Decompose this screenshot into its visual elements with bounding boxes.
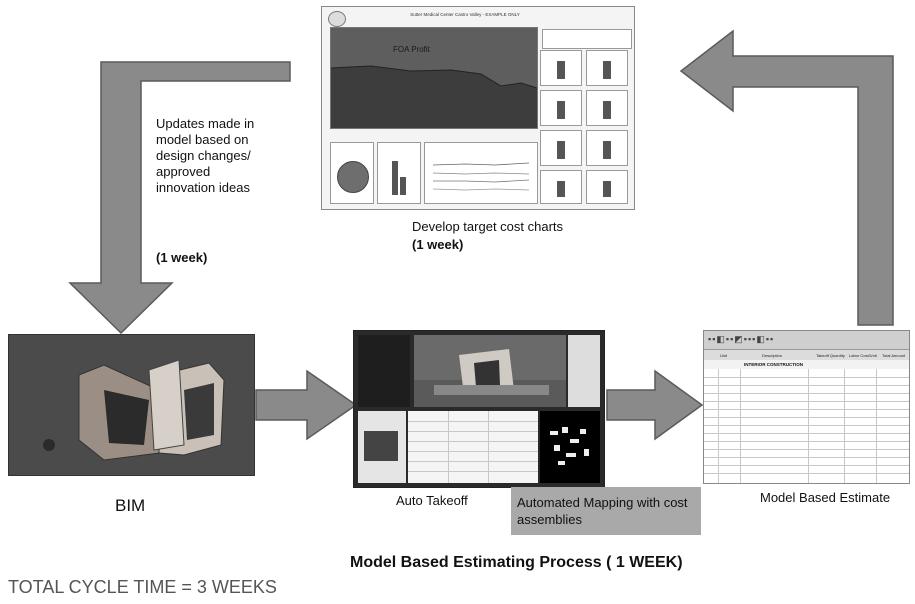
foa-profit-area [331, 65, 537, 128]
takeoff-plan-view [550, 427, 589, 465]
small-chart [540, 90, 582, 126]
target-cost-dashboard: Sutter Medical Center Castro Valley - EX… [321, 6, 635, 210]
estimate-grid [704, 369, 909, 483]
takeoff-point-cloud [540, 411, 600, 483]
bim-label: BIM [115, 496, 146, 515]
col-total-amount: Total Amount [882, 353, 906, 358]
dashboard-info-box [542, 29, 632, 49]
dashboard-title: Sutter Medical Center Castro Valley - EX… [410, 12, 520, 17]
process-title: Model Based Estimating Process ( 1 WEEK) [350, 554, 683, 571]
arrow-takeoff-to-estimate [606, 369, 704, 441]
develop-target-cost-label: Develop target cost charts [412, 219, 564, 234]
estimate-toolbar: ▪▪◧▪▪◩▪▪▪◧▪▪ [704, 331, 909, 350]
model-based-estimate-label: Model Based Estimate [760, 490, 891, 505]
foa-profit-chart: FOA Profit [330, 27, 538, 129]
bar-panel [377, 142, 421, 204]
auto-takeoff-label: Auto Takeoff [396, 493, 468, 508]
bim-building-shape [9, 335, 254, 475]
estimate-section-row: INTERIOR CONSTRUCTION [744, 362, 803, 367]
col-takeoff-quantity: Takeoff Quantity [816, 353, 845, 358]
arrow-updates-to-bim [68, 61, 291, 335]
develop-duration-label: (1 week) [412, 237, 464, 252]
small-chart [540, 50, 582, 86]
toolbar-icons: ▪▪◧▪▪◩▪▪▪◧▪▪ [708, 334, 775, 344]
small-chart [586, 50, 628, 86]
arrow-bim-to-takeoff [255, 369, 358, 441]
arrow-estimate-to-dashboard [679, 29, 894, 326]
updates-duration-label: (1 week) [156, 250, 208, 265]
foa-profit-label: FOA Profit [393, 45, 430, 54]
estimate-header-row: Unit Description Takeoff Quantity Labor … [704, 350, 909, 360]
col-unit: Unit [720, 353, 728, 358]
pie-chart [337, 161, 369, 193]
takeoff-quantity-table [408, 411, 538, 483]
small-chart [586, 170, 628, 204]
bar-2 [400, 177, 406, 195]
automated-mapping-box: Automated Mapping with cost assemblies [511, 487, 701, 535]
bar-1 [392, 161, 398, 195]
small-chart [586, 130, 628, 166]
updates-label: Updates made in model based on design ch… [156, 116, 255, 195]
col-description: Description [762, 353, 783, 358]
small-chart [586, 90, 628, 126]
takeoff-3d-view [414, 335, 566, 407]
col-labor-cost: Labor Cost/Unit [849, 353, 877, 358]
small-charts-grid [540, 50, 630, 204]
total-cycle-time: TOTAL CYCLE TIME = 3 WEEKS [8, 577, 277, 597]
takeoff-right-panel [568, 335, 600, 407]
line-panel [424, 142, 538, 204]
auto-takeoff-screenshot [353, 330, 605, 488]
takeoff-left-panel [358, 335, 410, 407]
bim-model-render [8, 334, 255, 476]
pie-panel [330, 142, 374, 204]
small-chart [540, 170, 582, 204]
estimate-spreadsheet: ▪▪◧▪▪◩▪▪▪◧▪▪ Unit Description Takeoff Qu… [703, 330, 910, 484]
takeoff-small-view [358, 411, 406, 483]
small-chart [540, 130, 582, 166]
trend-lines [432, 162, 530, 191]
dashboard-logo [328, 11, 346, 27]
takeoff-model [414, 349, 566, 407]
